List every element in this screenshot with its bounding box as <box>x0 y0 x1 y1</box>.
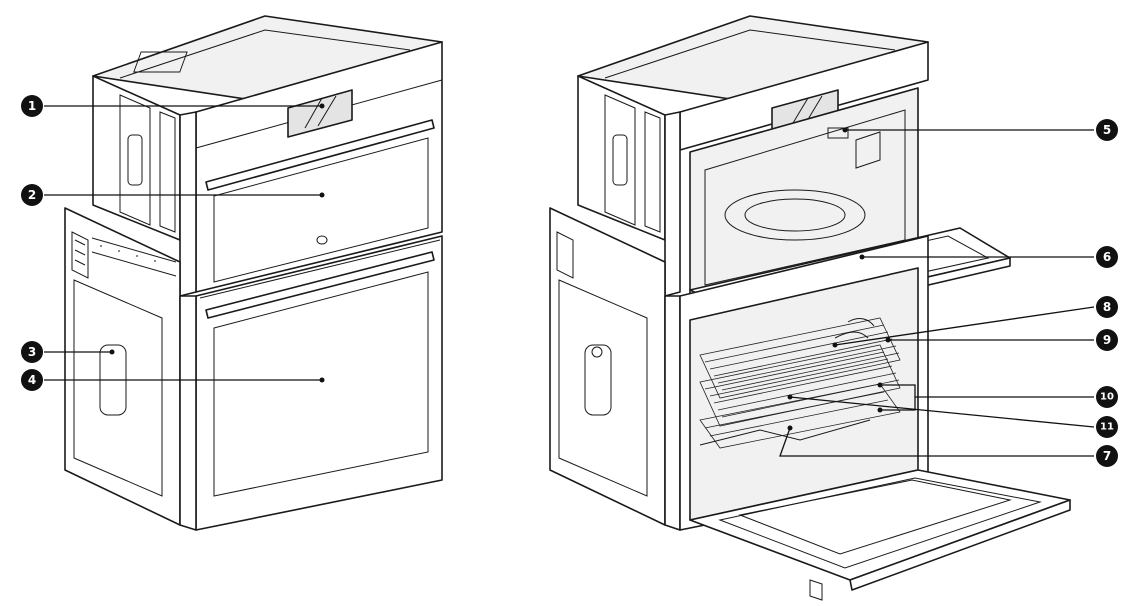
callout-label-9: 9 <box>1103 333 1111 347</box>
callout-label-1: 1 <box>28 99 36 113</box>
callout-label-7: 7 <box>1103 449 1111 463</box>
callout-badge-7: 7 <box>1096 445 1118 467</box>
callout-badge-6: 6 <box>1096 246 1118 268</box>
callout-label-4: 4 <box>28 373 36 387</box>
callout-label-6: 6 <box>1103 250 1111 264</box>
callout-badge-5: 5 <box>1096 119 1118 141</box>
callout-badge-3: 3 <box>21 341 43 363</box>
callout-label-8: 8 <box>1103 300 1111 314</box>
callout-label-10: 10 <box>1100 392 1114 403</box>
callout-badge-2: 2 <box>21 184 43 206</box>
callout-badge-10: 10 <box>1096 386 1118 408</box>
callout-badge-1: 1 <box>21 95 43 117</box>
callout-badge-8: 8 <box>1096 296 1118 318</box>
callout-label-2: 2 <box>28 188 36 202</box>
callout-badge-9: 9 <box>1096 329 1118 351</box>
right-oven-open <box>550 16 1070 600</box>
callout-badge-4: 4 <box>21 369 43 391</box>
left-oven-closed <box>65 16 442 530</box>
callout-label-11: 11 <box>1100 422 1114 433</box>
callout-badge-11: 11 <box>1096 416 1118 438</box>
callout-label-3: 3 <box>28 345 36 359</box>
callout-label-5: 5 <box>1103 123 1111 137</box>
